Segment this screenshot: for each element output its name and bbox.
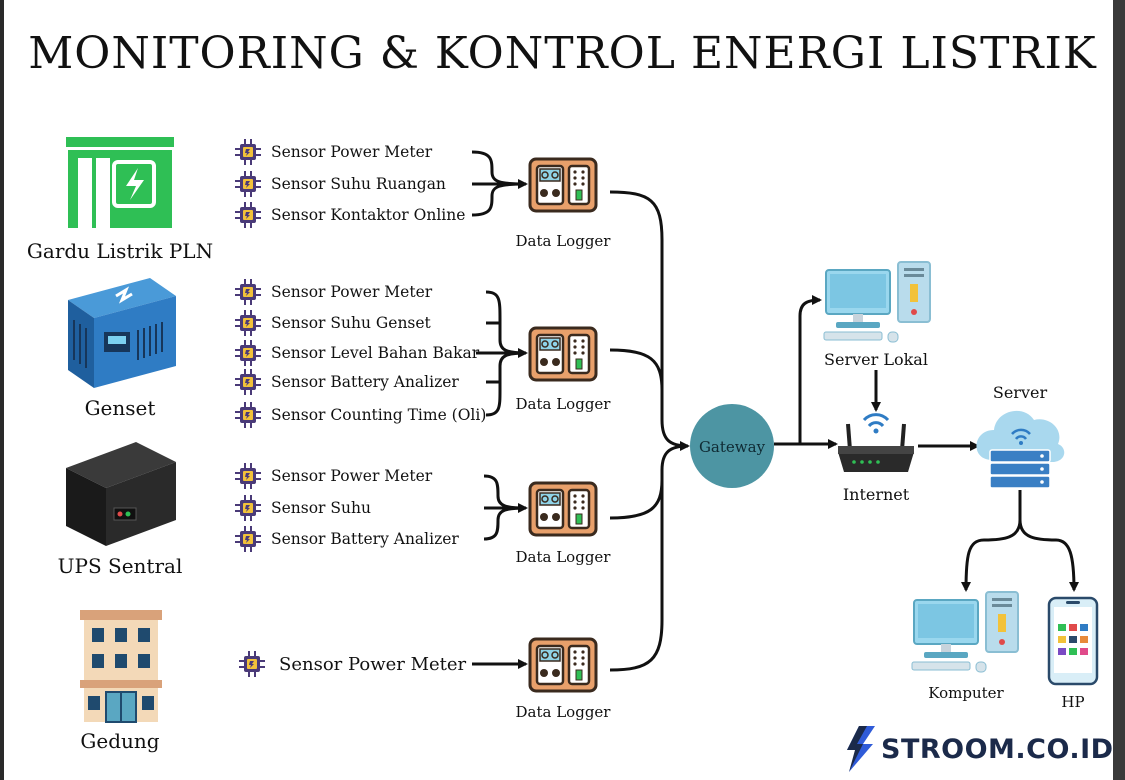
sensor-group-pln: Sensor Power Meter Sensor Suhu Ruangan S… — [234, 138, 465, 229]
data-logger-label: Data Logger — [516, 703, 612, 721]
data-logger-icon — [528, 326, 598, 382]
sensor-label: Sensor Power Meter — [279, 654, 467, 675]
generator-icon — [68, 278, 176, 388]
sensor-group-genset: Sensor Power Meter Sensor Suhu Genset Se… — [234, 278, 486, 429]
sensor-chip-icon — [234, 525, 262, 553]
sensor-chip-icon — [234, 170, 262, 198]
sensor-group-gedung: Sensor Power Meter — [238, 650, 467, 678]
sensor-label: Sensor Suhu Genset — [271, 314, 432, 332]
data-logger-icon — [528, 481, 598, 537]
sensor-label: Sensor Level Bahan Bakar — [271, 344, 480, 362]
frame-edge-left — [0, 0, 4, 780]
sensor-chip-icon — [234, 494, 262, 522]
frame-edge-right — [1113, 0, 1125, 780]
source-label: Genset — [85, 396, 156, 420]
sensor-chip-icon — [234, 462, 262, 490]
logger-to-gateway-connectors — [609, 190, 690, 672]
data-logger-label: Data Logger — [516, 395, 612, 413]
sensor-chip-icon — [234, 368, 262, 396]
sensor-chip-icon — [234, 309, 262, 337]
sensor-label: Sensor Power Meter — [271, 143, 433, 161]
sensor-label: Sensor Power Meter — [271, 283, 433, 301]
komputer-icon — [911, 591, 1019, 673]
data-logger-label: Data Logger — [516, 548, 612, 566]
sensor-chip-icon — [234, 201, 262, 229]
server-lokal-computer-icon — [823, 261, 931, 343]
sensor-label: Sensor Suhu Ruangan — [271, 175, 446, 193]
server-label: Server — [993, 383, 1048, 402]
gateway-node — [690, 404, 774, 488]
brand-name: STROOM.CO.ID — [881, 733, 1114, 765]
hp-label: HP — [1061, 693, 1084, 711]
gateway-label: Gateway — [699, 438, 766, 456]
sensor-label: Sensor Battery Analizer — [271, 530, 459, 548]
sensor-label: Sensor Battery Analizer — [271, 373, 459, 391]
sensor-label: Sensor Suhu — [271, 499, 371, 517]
data-logger-icon — [528, 637, 598, 693]
source-label: Gardu Listrik PLN — [27, 239, 213, 263]
sensor-chip-icon — [234, 401, 262, 429]
sensor-label: Sensor Power Meter — [271, 467, 433, 485]
sensor-label: Sensor Counting Time (Oli) — [271, 406, 486, 424]
sensor-chip-icon — [234, 278, 262, 306]
brand-logo: STROOM.CO.ID — [845, 724, 1114, 774]
source-label: Gedung — [80, 729, 159, 753]
sensor-label: Sensor Kontaktor Online — [271, 206, 465, 224]
cloud-server-icon — [976, 410, 1065, 489]
sensor-chip-icon — [238, 650, 266, 678]
smartphone-icon — [1047, 596, 1099, 686]
server-lokal-label: Server Lokal — [824, 350, 928, 369]
data-logger-label: Data Logger — [516, 232, 612, 250]
komputer-label: Komputer — [928, 684, 1004, 702]
sensor-group-ups: Sensor Power Meter Sensor Suhu Sensor Ba… — [234, 462, 459, 553]
ups-icon — [66, 442, 176, 546]
building-icon — [80, 610, 162, 723]
internet-label: Internet — [843, 485, 910, 504]
lightning-logo-icon — [847, 726, 875, 772]
gateway-connectors — [774, 295, 1079, 592]
source-label: UPS Sentral — [58, 554, 183, 578]
power-station-icon — [66, 137, 174, 228]
sensor-chip-icon — [234, 138, 262, 166]
sensor-connectors — [471, 150, 528, 669]
router-icon — [838, 413, 914, 472]
sensor-chip-icon — [234, 339, 262, 367]
data-logger-icon — [528, 157, 598, 213]
diagram-title: MONITORING & KONTROL ENERGI LISTRIK — [28, 28, 1097, 79]
